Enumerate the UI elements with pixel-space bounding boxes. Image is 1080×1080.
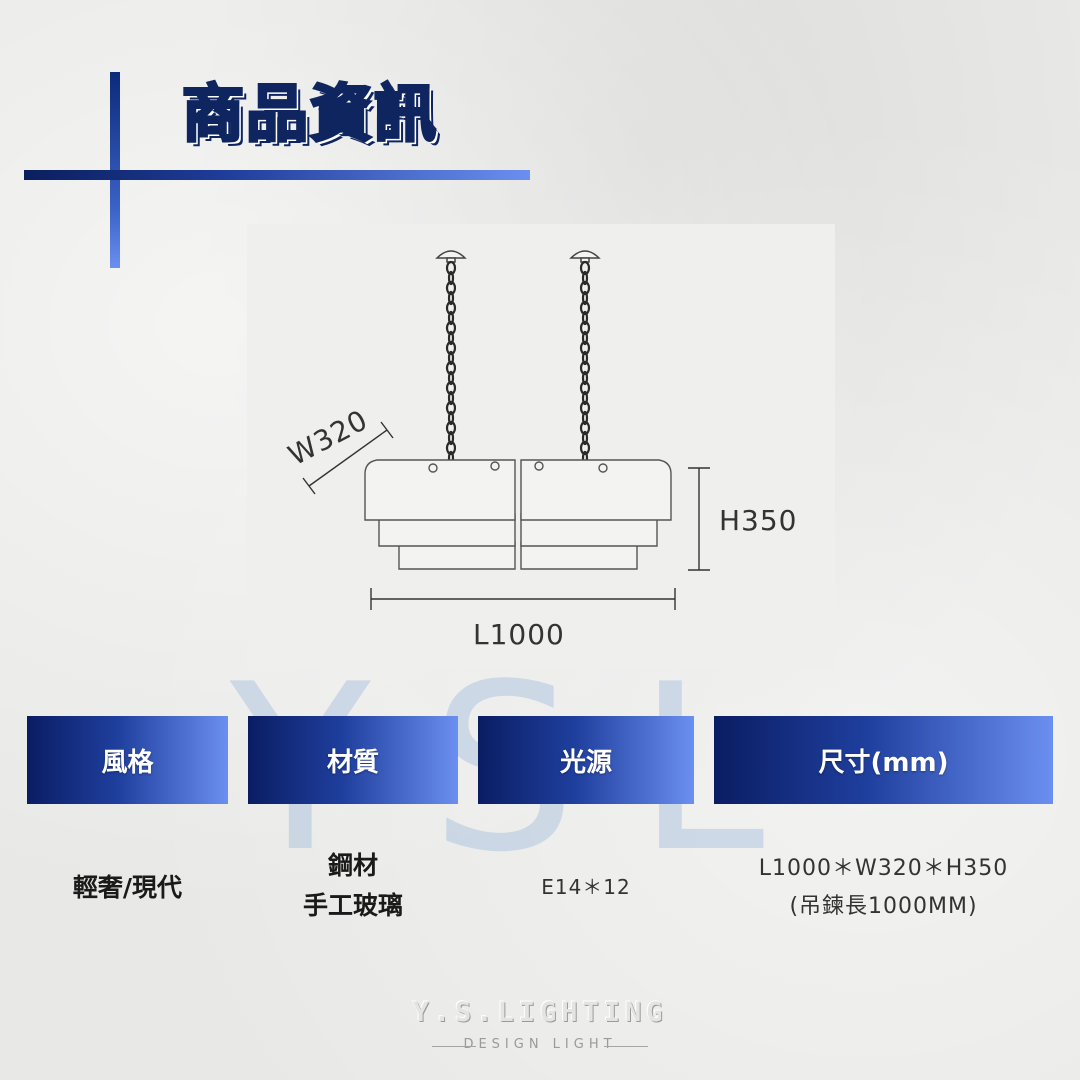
height-dimension-line — [688, 467, 710, 571]
lamp-shade-right — [520, 459, 672, 570]
tagline-divider-left — [432, 1046, 476, 1047]
chain-left — [445, 260, 457, 466]
chain-link — [447, 330, 455, 346]
spec-header-label: 尺寸(mm) — [818, 747, 949, 778]
chain-link — [447, 370, 455, 386]
chain-link — [581, 410, 589, 426]
brand-tagline-wrap: DESIGN LIGHT — [380, 1034, 700, 1056]
spec-value-line: 手工玻璃 — [302, 891, 403, 920]
chain-link — [445, 440, 457, 456]
chain-link — [581, 370, 589, 386]
chain-link — [579, 420, 591, 436]
chain-link — [447, 410, 455, 426]
lamp-shade-left — [364, 459, 516, 570]
chain-link — [445, 260, 457, 276]
chain-link — [447, 310, 455, 326]
chain-link — [445, 340, 457, 356]
spec-header-light-source: 光源 — [478, 716, 694, 804]
spec-value-size: L1000＊W320＊H350 (吊鍊長1000MM) — [714, 850, 1053, 926]
chain-link — [581, 330, 589, 346]
spec-value-line: E14＊12 — [541, 875, 631, 899]
length-label: L1000 — [473, 618, 565, 651]
chain-link — [581, 390, 589, 406]
chain-link — [581, 430, 589, 446]
chain-link — [445, 300, 457, 316]
length-dimension-line — [370, 588, 676, 610]
spec-header-size: 尺寸(mm) — [714, 716, 1053, 804]
spec-header-label: 材質 — [326, 747, 379, 778]
brand-footer: Y.S.LIGHTING DESIGN LIGHT — [380, 996, 700, 1056]
chain-link — [579, 400, 591, 416]
page-title: 商品資訊 — [180, 76, 439, 152]
brand-tagline: DESIGN LIGHT — [463, 1037, 617, 1052]
chain-link — [445, 400, 457, 416]
chain-link — [445, 280, 457, 296]
brand-name: Y.S.LIGHTING — [412, 997, 668, 1028]
chain-link — [447, 390, 455, 406]
chain-link — [579, 340, 591, 356]
chain-link — [579, 380, 591, 396]
chain-link — [579, 440, 591, 456]
spec-header-style: 風格 — [27, 716, 228, 804]
spec-header-label: 光源 — [559, 747, 612, 778]
ceiling-canopy-right — [569, 250, 601, 263]
decorative-horizontal-bar — [24, 170, 530, 180]
height-label: H350 — [719, 504, 798, 537]
chain-link — [445, 320, 457, 336]
ceiling-canopy-left — [435, 250, 467, 263]
chain-link — [445, 360, 457, 376]
product-dimension-diagram: W320 H350 L1000 — [247, 224, 835, 668]
chain-link — [579, 320, 591, 336]
chain-link — [447, 350, 455, 366]
chain-link — [447, 430, 455, 446]
chain-link — [581, 290, 589, 306]
chain-link — [445, 420, 457, 436]
width-label: W320 — [283, 403, 374, 472]
spec-value-style: 輕奢/現代 — [27, 868, 228, 908]
spec-value-light-source: E14＊12 — [478, 868, 694, 906]
chain-right — [579, 260, 591, 466]
chain-link — [581, 310, 589, 326]
tagline-divider-right — [604, 1046, 648, 1047]
spec-header-label: 風格 — [101, 747, 154, 778]
pendant-lamp-drawing: W320 H350 L1000 — [283, 250, 798, 651]
chain-link — [579, 300, 591, 316]
width-dimension-line — [302, 421, 394, 495]
chain-link — [581, 270, 589, 286]
spec-value-line: (吊鍊長1000MM) — [789, 894, 978, 919]
chain-link — [445, 380, 457, 396]
spec-header-material: 材質 — [248, 716, 458, 804]
chain-link — [579, 360, 591, 376]
spec-value-line: 鋼材 — [327, 851, 378, 880]
chain-link — [579, 260, 591, 276]
spec-value-material: 鋼材 手工玻璃 — [248, 846, 458, 926]
chain-link — [447, 290, 455, 306]
spec-value-line: L1000＊W320＊H350 — [758, 856, 1009, 881]
spec-value-line: 輕奢/現代 — [72, 873, 183, 902]
chain-link — [447, 270, 455, 286]
chain-link — [579, 280, 591, 296]
chain-link — [581, 350, 589, 366]
